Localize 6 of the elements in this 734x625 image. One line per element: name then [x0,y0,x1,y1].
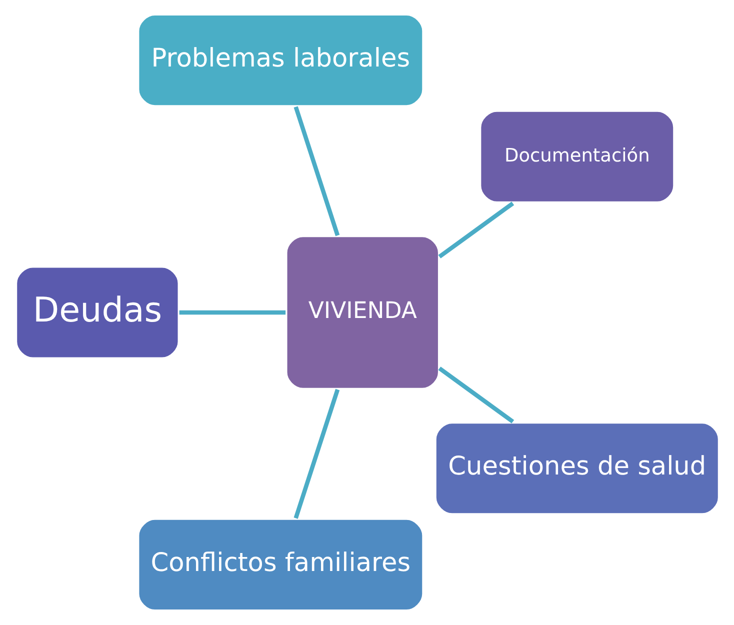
connector [438,202,514,258]
connector [438,366,514,424]
node-box: Cuestiones de salud [433,420,720,516]
connector [178,310,286,315]
connector [293,106,340,236]
connector [293,388,340,519]
